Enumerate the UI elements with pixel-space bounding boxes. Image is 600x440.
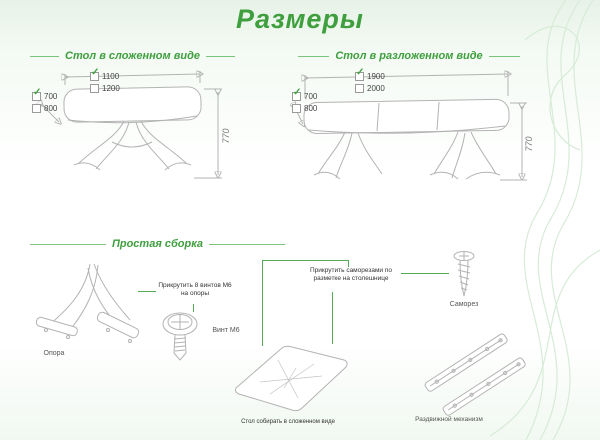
check-icon: ✓	[33, 87, 42, 98]
folded-depth-option-800: 800	[32, 104, 57, 113]
heading-rule-right	[206, 55, 235, 57]
option-label: 700	[44, 92, 58, 101]
heading-rule-right	[209, 243, 285, 245]
section-heading-unfolded: Стол в разложенном виде	[298, 50, 521, 62]
folded-width-option-1200: 1200	[90, 84, 120, 93]
checkbox-checked[interactable]: ✓	[32, 88, 41, 101]
check-icon: ✓	[356, 67, 365, 78]
heading-rule-left	[30, 243, 106, 245]
folded-width-option-1100: ✓ 1100	[90, 68, 120, 81]
heading-rule-left	[30, 55, 59, 57]
option-label: 800	[304, 104, 318, 113]
unfolded-heading-text: Стол в разложенном виде	[335, 50, 483, 62]
unfolded-width-options: ✓ 1900 2000	[355, 68, 385, 93]
checkbox-checked[interactable]: ✓	[355, 68, 364, 81]
heading-rule-right	[488, 55, 521, 57]
option-label: 1100	[102, 72, 120, 81]
page-title: Размеры	[236, 4, 364, 34]
unfolded-height-dim: 770	[524, 136, 534, 151]
note-bolts: Прикрутить 8 винтов М6 на опоры	[158, 282, 232, 298]
folded-depth-options: ✓ 700 800	[32, 88, 58, 113]
note-fold: Стол собирать в сложенном виде	[241, 419, 335, 425]
option-label: 700	[304, 92, 318, 101]
support-label: Опора	[43, 350, 65, 357]
tabletop-underside-drawing	[234, 345, 348, 412]
option-label: 1200	[102, 84, 120, 93]
connector-line	[401, 273, 449, 274]
unfolded-table-drawing: 770	[290, 68, 534, 181]
check-icon: ✓	[91, 67, 100, 78]
connector-line	[332, 292, 333, 344]
section-heading-folded: Стол в сложенном виде	[30, 50, 235, 62]
checkbox-unchecked[interactable]	[292, 104, 301, 113]
connector-line	[262, 260, 349, 261]
sliding-mechanism-drawing	[424, 333, 526, 416]
folded-heading-text: Стол в сложенном виде	[65, 50, 200, 62]
note-screws: Прикрутить саморезами по разметке на сто…	[309, 267, 392, 283]
check-icon: ✓	[293, 87, 302, 98]
folded-width-options: ✓ 1100 1200	[90, 68, 120, 93]
unfolded-depth-option-800: 800	[292, 104, 317, 113]
checkbox-unchecked[interactable]	[355, 84, 364, 93]
assembly-heading-text: Простая сборка	[111, 238, 204, 250]
option-label: 2000	[367, 84, 385, 93]
checkbox-unchecked[interactable]	[32, 104, 41, 113]
option-label: 1900	[367, 72, 385, 81]
connector-line	[348, 260, 349, 267]
option-label: 800	[44, 104, 58, 113]
heading-rule-left	[298, 55, 330, 57]
unfolded-width-option-2000: 2000	[355, 84, 385, 93]
self-tapping-screw-drawing	[453, 251, 475, 297]
mechanism-label: Раздвижной механизм	[415, 416, 483, 423]
unfolded-depth-options: ✓ 700 800	[292, 88, 318, 113]
folded-table-drawing: 770	[28, 68, 231, 179]
unfolded-depth-option-700: ✓ 700	[292, 88, 318, 101]
checkbox-checked[interactable]: ✓	[90, 68, 99, 81]
support-leg-drawing	[35, 263, 140, 343]
checkbox-unchecked[interactable]	[90, 84, 99, 93]
checkbox-checked[interactable]: ✓	[292, 88, 301, 101]
bolt-label: Винт М6	[212, 327, 240, 334]
connector-line	[138, 291, 156, 292]
unfolded-width-option-1900: ✓ 1900	[355, 68, 385, 81]
folded-height-dim: 770	[221, 128, 231, 143]
bolt-m6-drawing	[162, 312, 198, 361]
connector-line	[262, 260, 263, 346]
section-heading-assembly: Простая сборка	[30, 238, 285, 250]
folded-depth-option-700: ✓ 700	[32, 88, 58, 101]
connector-line	[193, 304, 194, 312]
background-swirl-decoration	[489, 0, 600, 440]
screw-label: Саморез	[449, 301, 479, 308]
